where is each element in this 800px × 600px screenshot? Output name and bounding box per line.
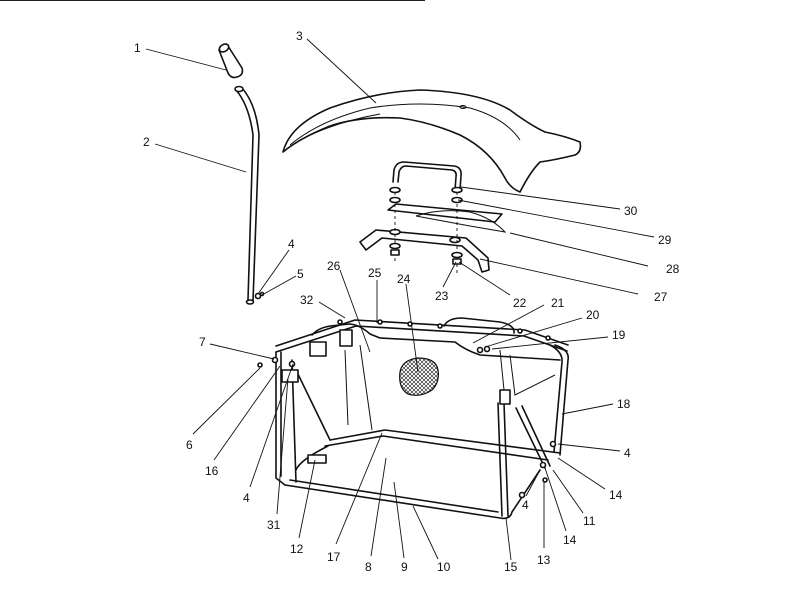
callout-18: 18 xyxy=(617,397,631,411)
callout-28: 28 xyxy=(666,262,680,276)
callout-1: 1 xyxy=(134,41,141,55)
callout-11: 11 xyxy=(583,514,596,528)
u-bracket-part xyxy=(389,161,463,194)
callout-9: 9 xyxy=(401,560,408,574)
callout-26: 26 xyxy=(327,259,341,273)
callout-4b: 4 xyxy=(243,491,250,505)
callout-4d: 4 xyxy=(624,446,631,460)
callout-21: 21 xyxy=(551,296,565,310)
callout-8: 8 xyxy=(365,560,372,574)
callout-14a: 14 xyxy=(563,533,577,547)
mounting-plate-part xyxy=(387,203,507,233)
grass-bag-cover-part xyxy=(282,89,582,193)
callout-27: 27 xyxy=(654,290,668,304)
callout-12: 12 xyxy=(290,542,304,556)
callout-5: 5 xyxy=(297,267,304,281)
leader-lines xyxy=(145,38,655,561)
bag-frame-assembly xyxy=(257,317,570,520)
callout-13: 13 xyxy=(537,553,551,567)
callout-22: 22 xyxy=(513,296,527,310)
handle-tube-part xyxy=(234,85,260,305)
callout-3: 3 xyxy=(296,29,303,43)
callout-25: 25 xyxy=(368,266,382,280)
callout-6: 6 xyxy=(186,438,193,452)
callout-15: 15 xyxy=(504,560,518,574)
callout-23: 23 xyxy=(435,289,449,303)
fastener-stack-left xyxy=(389,196,401,256)
mesh-bag-part xyxy=(399,357,439,396)
callout-32: 32 xyxy=(300,293,314,307)
callout-16: 16 xyxy=(205,464,219,478)
callout-4c: 4 xyxy=(522,498,529,512)
callout-10: 10 xyxy=(437,560,451,574)
callout-labels: 1 2 3 4 5 26 25 24 32 7 6 16 4 31 12 17 … xyxy=(134,29,680,574)
callout-30: 30 xyxy=(624,204,638,218)
callout-31: 31 xyxy=(267,518,281,532)
callout-29: 29 xyxy=(658,233,672,247)
callout-19: 19 xyxy=(612,328,626,342)
callout-24: 24 xyxy=(397,272,411,286)
fastener-stack-right xyxy=(451,196,463,265)
callout-20: 20 xyxy=(586,308,600,322)
callout-4a: 4 xyxy=(288,237,295,251)
callout-2: 2 xyxy=(143,135,150,149)
callout-17: 17 xyxy=(327,550,341,564)
screw-washer-part xyxy=(254,291,265,300)
handle-grip-part xyxy=(218,43,244,79)
callout-14b: 14 xyxy=(609,488,623,502)
callout-7: 7 xyxy=(199,335,206,349)
